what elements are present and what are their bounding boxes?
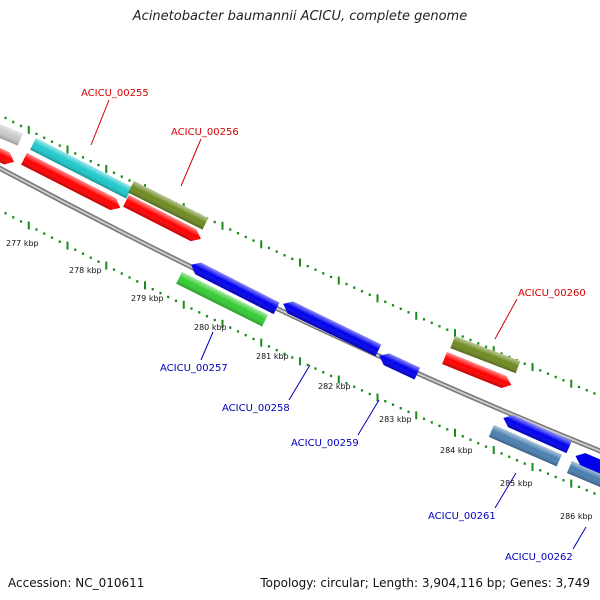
topology-text: Topology: circular; Length: 3,904,116 bp… [260,576,590,590]
callout-line-00262 [572,526,587,550]
gene-label-00262[interactable]: ACICU_00262 [505,552,573,563]
callout-line-00256 [180,138,202,187]
gene-callouts: ACICU_00255 ACICU_00256 ACICU_00260 ACIC… [81,88,587,563]
gene-red-long[interactable] [21,153,123,214]
accession-text: Accession: NC_010611 [8,576,145,590]
forward-genes [0,117,521,391]
kbp-labels: 277 kbp 278 kbp 279 kbp 280 kbp 281 kbp … [6,239,593,521]
gene-acicu-00256[interactable] [128,181,209,230]
gene-red-upper-left[interactable] [0,143,17,168]
gene-gray[interactable] [0,117,23,146]
genome-backbone [0,165,600,454]
gene-label-00261[interactable]: ACICU_00261 [428,511,496,522]
map-title: Acinetobacter baumannii ACICU, complete … [132,9,468,24]
callout-line-00260 [494,298,518,340]
gene-label-00260[interactable]: ACICU_00260 [518,288,586,299]
gene-red-right[interactable] [442,352,514,391]
gene-acicu-00258[interactable] [280,298,382,357]
kbp-label-277: 277 kbp [6,239,39,248]
gene-acicu-00259[interactable] [377,350,421,380]
kbp-label-279: 279 kbp [131,294,164,303]
kbp-label-284: 284 kbp [440,446,473,455]
kbp-label-280: 280 kbp [194,323,227,332]
callout-line-00255 [90,99,110,146]
gene-label-00259[interactable]: ACICU_00259 [291,438,359,449]
kbp-label-278: 278 kbp [69,266,102,275]
gene-acicu-00257[interactable] [176,272,268,327]
kbp-label-282: 282 kbp [318,382,351,391]
gene-acicu-00260[interactable] [450,336,521,374]
kbp-label-281: 281 kbp [256,352,289,361]
callout-line-00257 [200,331,214,361]
gene-blue-upper[interactable] [188,259,280,315]
gene-acicu-00262[interactable] [566,461,600,489]
gene-red-mid[interactable] [123,195,204,245]
gene-acicu-00255[interactable] [30,138,133,199]
gene-label-00257[interactable]: ACICU_00257 [160,363,228,374]
gene-blue-right[interactable] [501,412,572,454]
reverse-genes [176,259,600,489]
gene-blue-far-right[interactable] [573,450,600,474]
kbp-label-285: 285 kbp [500,479,533,488]
gene-label-00258[interactable]: ACICU_00258 [222,403,290,414]
callout-line-00258 [288,364,311,401]
kbp-label-283: 283 kbp [379,415,412,424]
kbp-label-286: 286 kbp [560,512,593,521]
gene-acicu-00261[interactable] [488,425,562,467]
callout-line-00261 [494,472,517,509]
callout-line-00259 [357,399,380,436]
gene-label-00256[interactable]: ACICU_00256 [171,127,239,138]
gene-label-00255[interactable]: ACICU_00255 [81,88,149,99]
